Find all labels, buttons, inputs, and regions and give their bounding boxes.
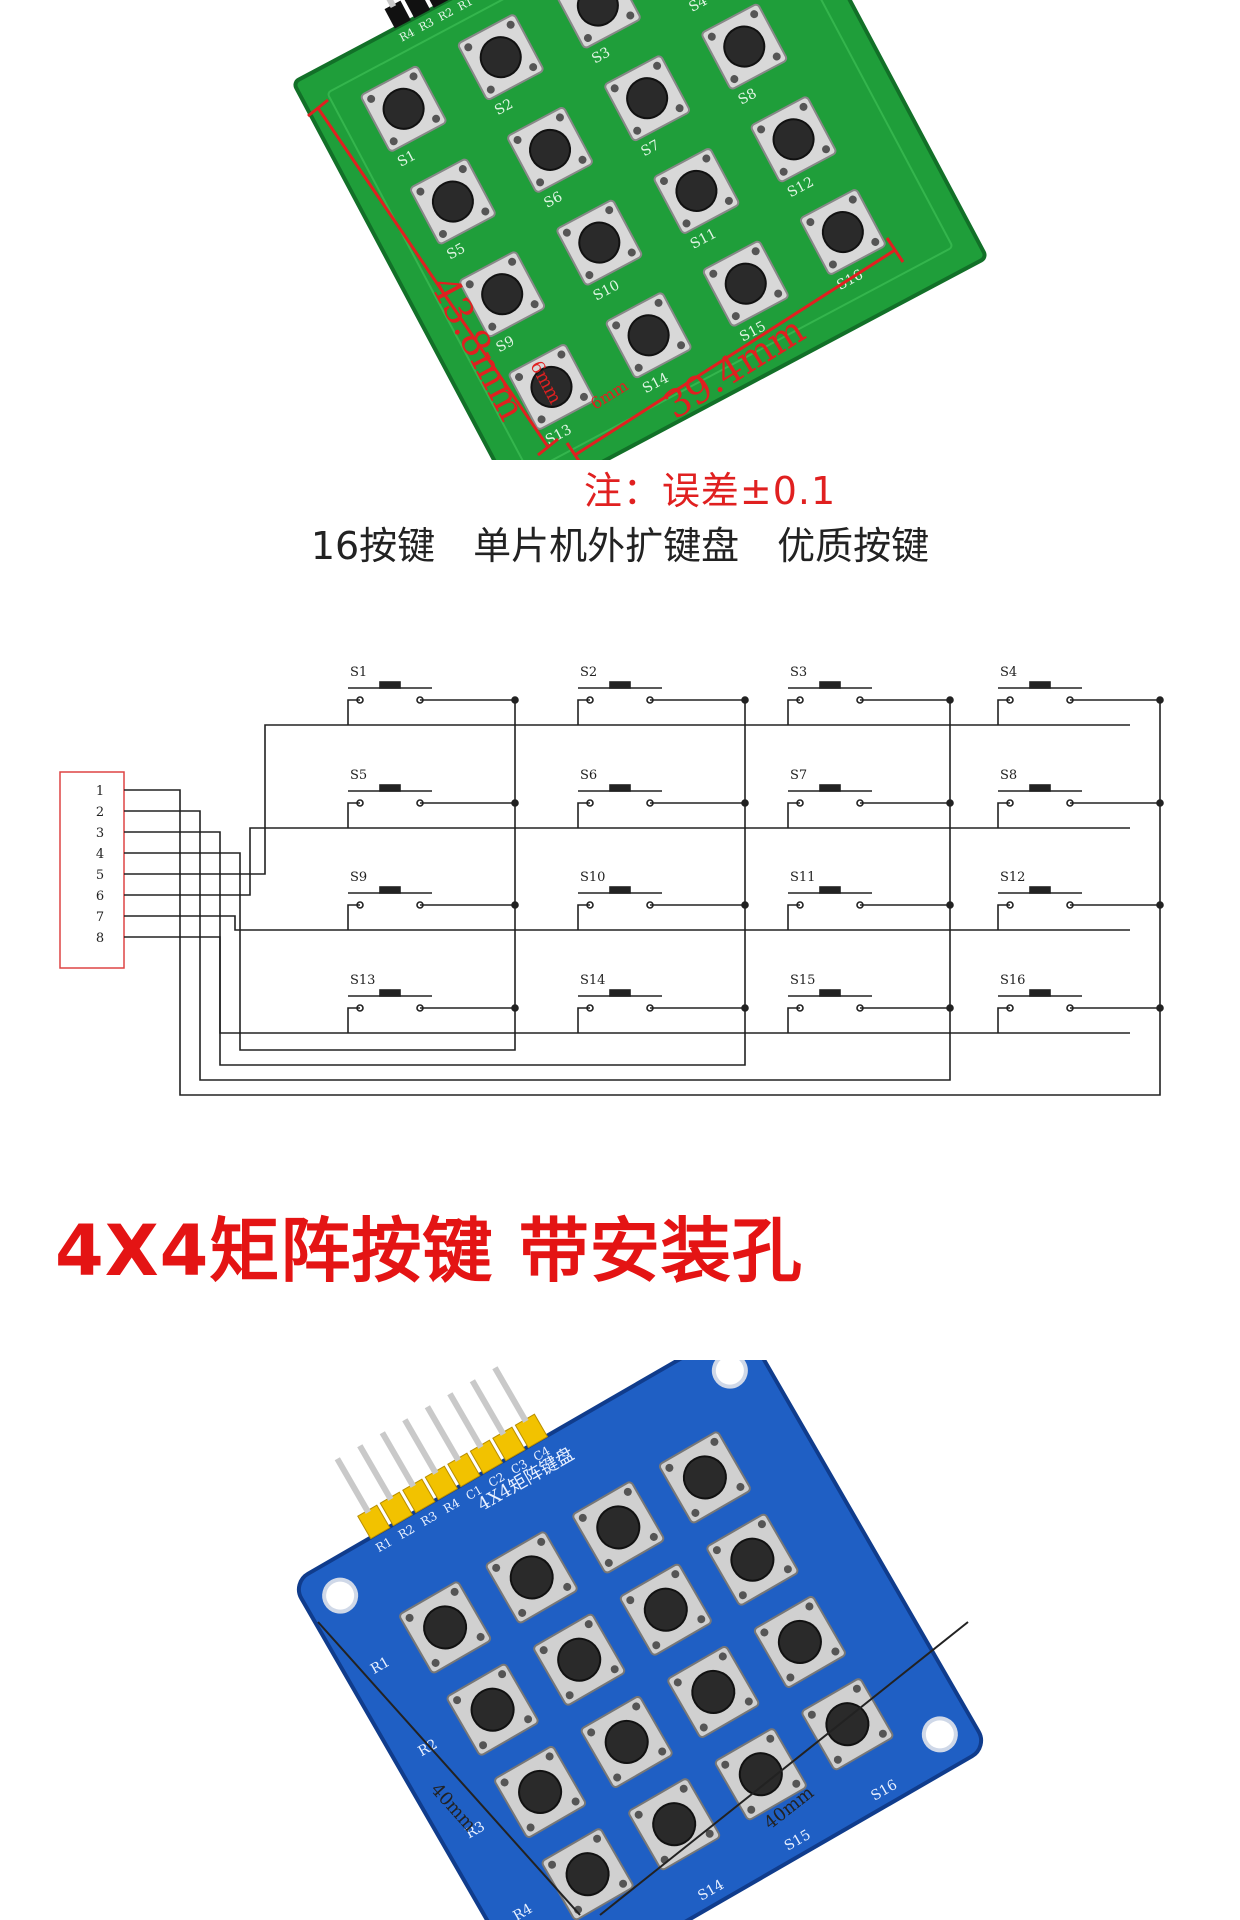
connector-pin-label: 2	[96, 805, 104, 820]
switch-silk-label: S5	[444, 240, 468, 263]
blue-pcb-board	[296, 1360, 984, 1920]
switch-label: S12	[1000, 870, 1025, 885]
switch-label: S11	[790, 870, 815, 885]
schematic-switch	[578, 989, 662, 1012]
schematic-switch	[788, 886, 872, 909]
tactile-switch	[702, 240, 789, 327]
tactile-switch	[801, 1678, 894, 1771]
pin-label: R4	[397, 26, 417, 45]
switch-label: S14	[580, 973, 605, 988]
switch-label: S2	[580, 665, 597, 680]
right-dimension-line	[599, 1621, 969, 1916]
switch-label: S15	[790, 973, 815, 988]
top-pcb-illustration: S1S2S3S4S5S6S7S8S9S10S11S12S13S14S15S16R…	[293, 0, 987, 460]
mount-hole	[322, 1577, 359, 1614]
tactile-switch	[714, 1728, 807, 1821]
tactile-switch	[508, 344, 595, 430]
switch-label: S13	[350, 973, 375, 988]
tactile-switch	[459, 251, 546, 338]
green-pcb-board	[293, 0, 987, 460]
schematic-switch	[348, 886, 432, 909]
switch-silk-label: S6	[541, 189, 565, 212]
switch-label: S4	[1000, 665, 1017, 680]
connector-pin-label: 7	[96, 910, 104, 925]
tactile-switch	[753, 1595, 846, 1688]
tactile-switch	[604, 55, 691, 142]
switch-label: S7	[790, 768, 807, 783]
mount-hole	[711, 1360, 748, 1389]
switch-silk-label: S1	[395, 148, 419, 171]
connector-pin-label: 4	[96, 847, 104, 862]
pin-label: R3	[417, 15, 437, 34]
switch-label: S1	[350, 665, 367, 680]
tactile-switch	[701, 3, 788, 90]
width-dimension-line	[574, 248, 896, 457]
tactile-switch	[556, 199, 643, 286]
tactile-switch	[457, 14, 544, 101]
tactile-switch	[554, 0, 641, 49]
tactile-switch	[494, 1745, 587, 1838]
left-dimension-line	[317, 1621, 581, 1916]
tactile-switch	[485, 1531, 578, 1624]
tactile-switch	[533, 1613, 626, 1706]
switch-silk-label: S9	[494, 333, 518, 356]
connector-pin-label: 1	[96, 784, 104, 799]
switch-silk-label: S7	[639, 137, 663, 160]
schematic-switch	[788, 681, 872, 704]
bottom-pcb-illustration: R1R2R3R4S13S14S15S16R1R2R3R4C1C2C3C4 4X4…	[296, 1360, 984, 1920]
tactile-switch	[507, 107, 593, 193]
connector-pin-label: 3	[96, 826, 104, 841]
switch-label: S9	[350, 870, 367, 885]
connector-block	[59, 771, 125, 969]
schematic-switch	[348, 681, 432, 704]
schematic-switch	[788, 989, 872, 1012]
schematic-switch	[788, 784, 872, 807]
switch-label: S16	[1000, 973, 1025, 988]
schematic-switch	[998, 989, 1082, 1012]
switch-label: S10	[580, 870, 605, 885]
tactile-switch	[580, 1695, 673, 1788]
switch-label: S3	[790, 665, 807, 680]
tactile-switch	[619, 1563, 712, 1656]
pin-label: R2	[436, 5, 456, 24]
tactile-switch	[605, 292, 692, 379]
tactile-switch	[653, 148, 740, 234]
tactile-switch	[658, 1431, 751, 1524]
tactile-switch	[628, 1778, 721, 1871]
switch-silk-label: S2	[492, 96, 516, 119]
switch-silk-label: S3	[589, 44, 613, 67]
schematic-switch	[348, 989, 432, 1012]
tactile-switch	[360, 65, 447, 152]
tactile-switch	[799, 189, 886, 275]
schematic-switch	[578, 681, 662, 704]
product-caption: 16按键 单片机外扩键盘 优质按键	[310, 524, 930, 568]
connector-pin-label: 5	[96, 868, 104, 883]
connector-pin-label: 6	[96, 889, 104, 904]
switch-label: S6	[580, 768, 597, 783]
tactile-switch	[399, 1581, 492, 1674]
headline: 4X4矩阵按键 带安装孔	[55, 1210, 803, 1292]
switch-label: S8	[1000, 768, 1017, 783]
tactile-switch	[750, 96, 837, 183]
switch-silk-label: S8	[736, 86, 760, 109]
switch-label: S5	[350, 768, 367, 783]
schematic-switch	[578, 886, 662, 909]
connector-pin-label: 8	[96, 931, 104, 946]
tactile-switch	[706, 1513, 799, 1606]
mount-hole	[921, 1716, 958, 1753]
height-dimension-line	[316, 107, 550, 448]
tactile-switch	[667, 1645, 760, 1738]
schematic-switch	[998, 886, 1082, 909]
tactile-switch	[541, 1828, 634, 1920]
tactile-switch	[446, 1663, 539, 1756]
schematic-switch	[998, 784, 1082, 807]
tolerance-note: 注：误差±0.1	[583, 469, 837, 513]
tactile-switch	[572, 1481, 665, 1574]
schematic-switch	[998, 681, 1082, 704]
tactile-switch	[410, 158, 496, 245]
schematic-switch	[348, 784, 432, 807]
schematic-switch	[578, 784, 662, 807]
